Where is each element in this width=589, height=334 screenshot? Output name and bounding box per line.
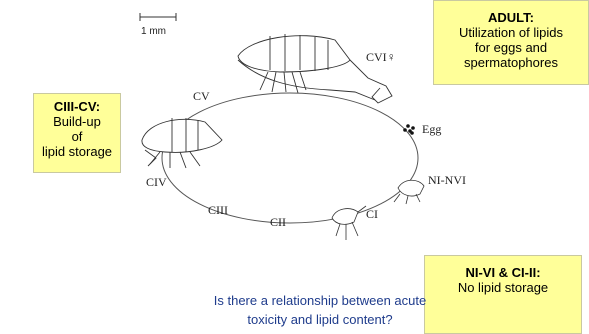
question-line-1: Is there a relationship between acute: [150, 291, 490, 310]
ciii-cv-title: CIII-CV:: [34, 99, 120, 114]
ciii-cv-line-1: Build-up: [34, 114, 120, 129]
civ-copepod-illustration: [142, 118, 222, 168]
stage-label-civ: CIV: [146, 175, 167, 189]
stage-label-cv: CV: [193, 89, 210, 103]
adult-title: ADULT:: [434, 10, 588, 25]
stage-label-cii: CII: [270, 215, 286, 229]
stage-label-ciii: CIII: [208, 203, 228, 217]
scale-bar: [140, 13, 176, 21]
stage-label-cvi: CVI♀: [366, 50, 396, 64]
scale-bar-label: 1 mm: [141, 26, 166, 37]
ci-copepod-illustration: [332, 206, 366, 240]
egg-cluster: [403, 124, 415, 135]
adult-line-2: for eggs and: [434, 40, 588, 55]
ciii-cv-info-box: CIII-CV: Build-up of lipid storage: [33, 93, 121, 173]
adult-line-1: Utilization of lipids: [434, 25, 588, 40]
stage-label-ci: CI: [366, 207, 378, 221]
research-question: Is there a relationship between acute to…: [150, 291, 490, 329]
ni-ci-title: NI-VI & CI-II:: [425, 265, 581, 280]
adult-copepod-illustration: [238, 34, 392, 103]
stage-label-egg: Egg: [422, 122, 441, 136]
life-cycle-ring: [162, 93, 418, 223]
adult-line-3: spermatophores: [434, 55, 588, 70]
adult-info-box: ADULT: Utilization of lipids for eggs an…: [433, 0, 589, 85]
stage-label-nauplii: NI-NVI: [428, 173, 466, 187]
question-line-2: toxicity and lipid content?: [150, 310, 490, 329]
ciii-cv-line-3: lipid storage: [34, 144, 120, 159]
ciii-cv-line-2: of: [34, 129, 120, 144]
